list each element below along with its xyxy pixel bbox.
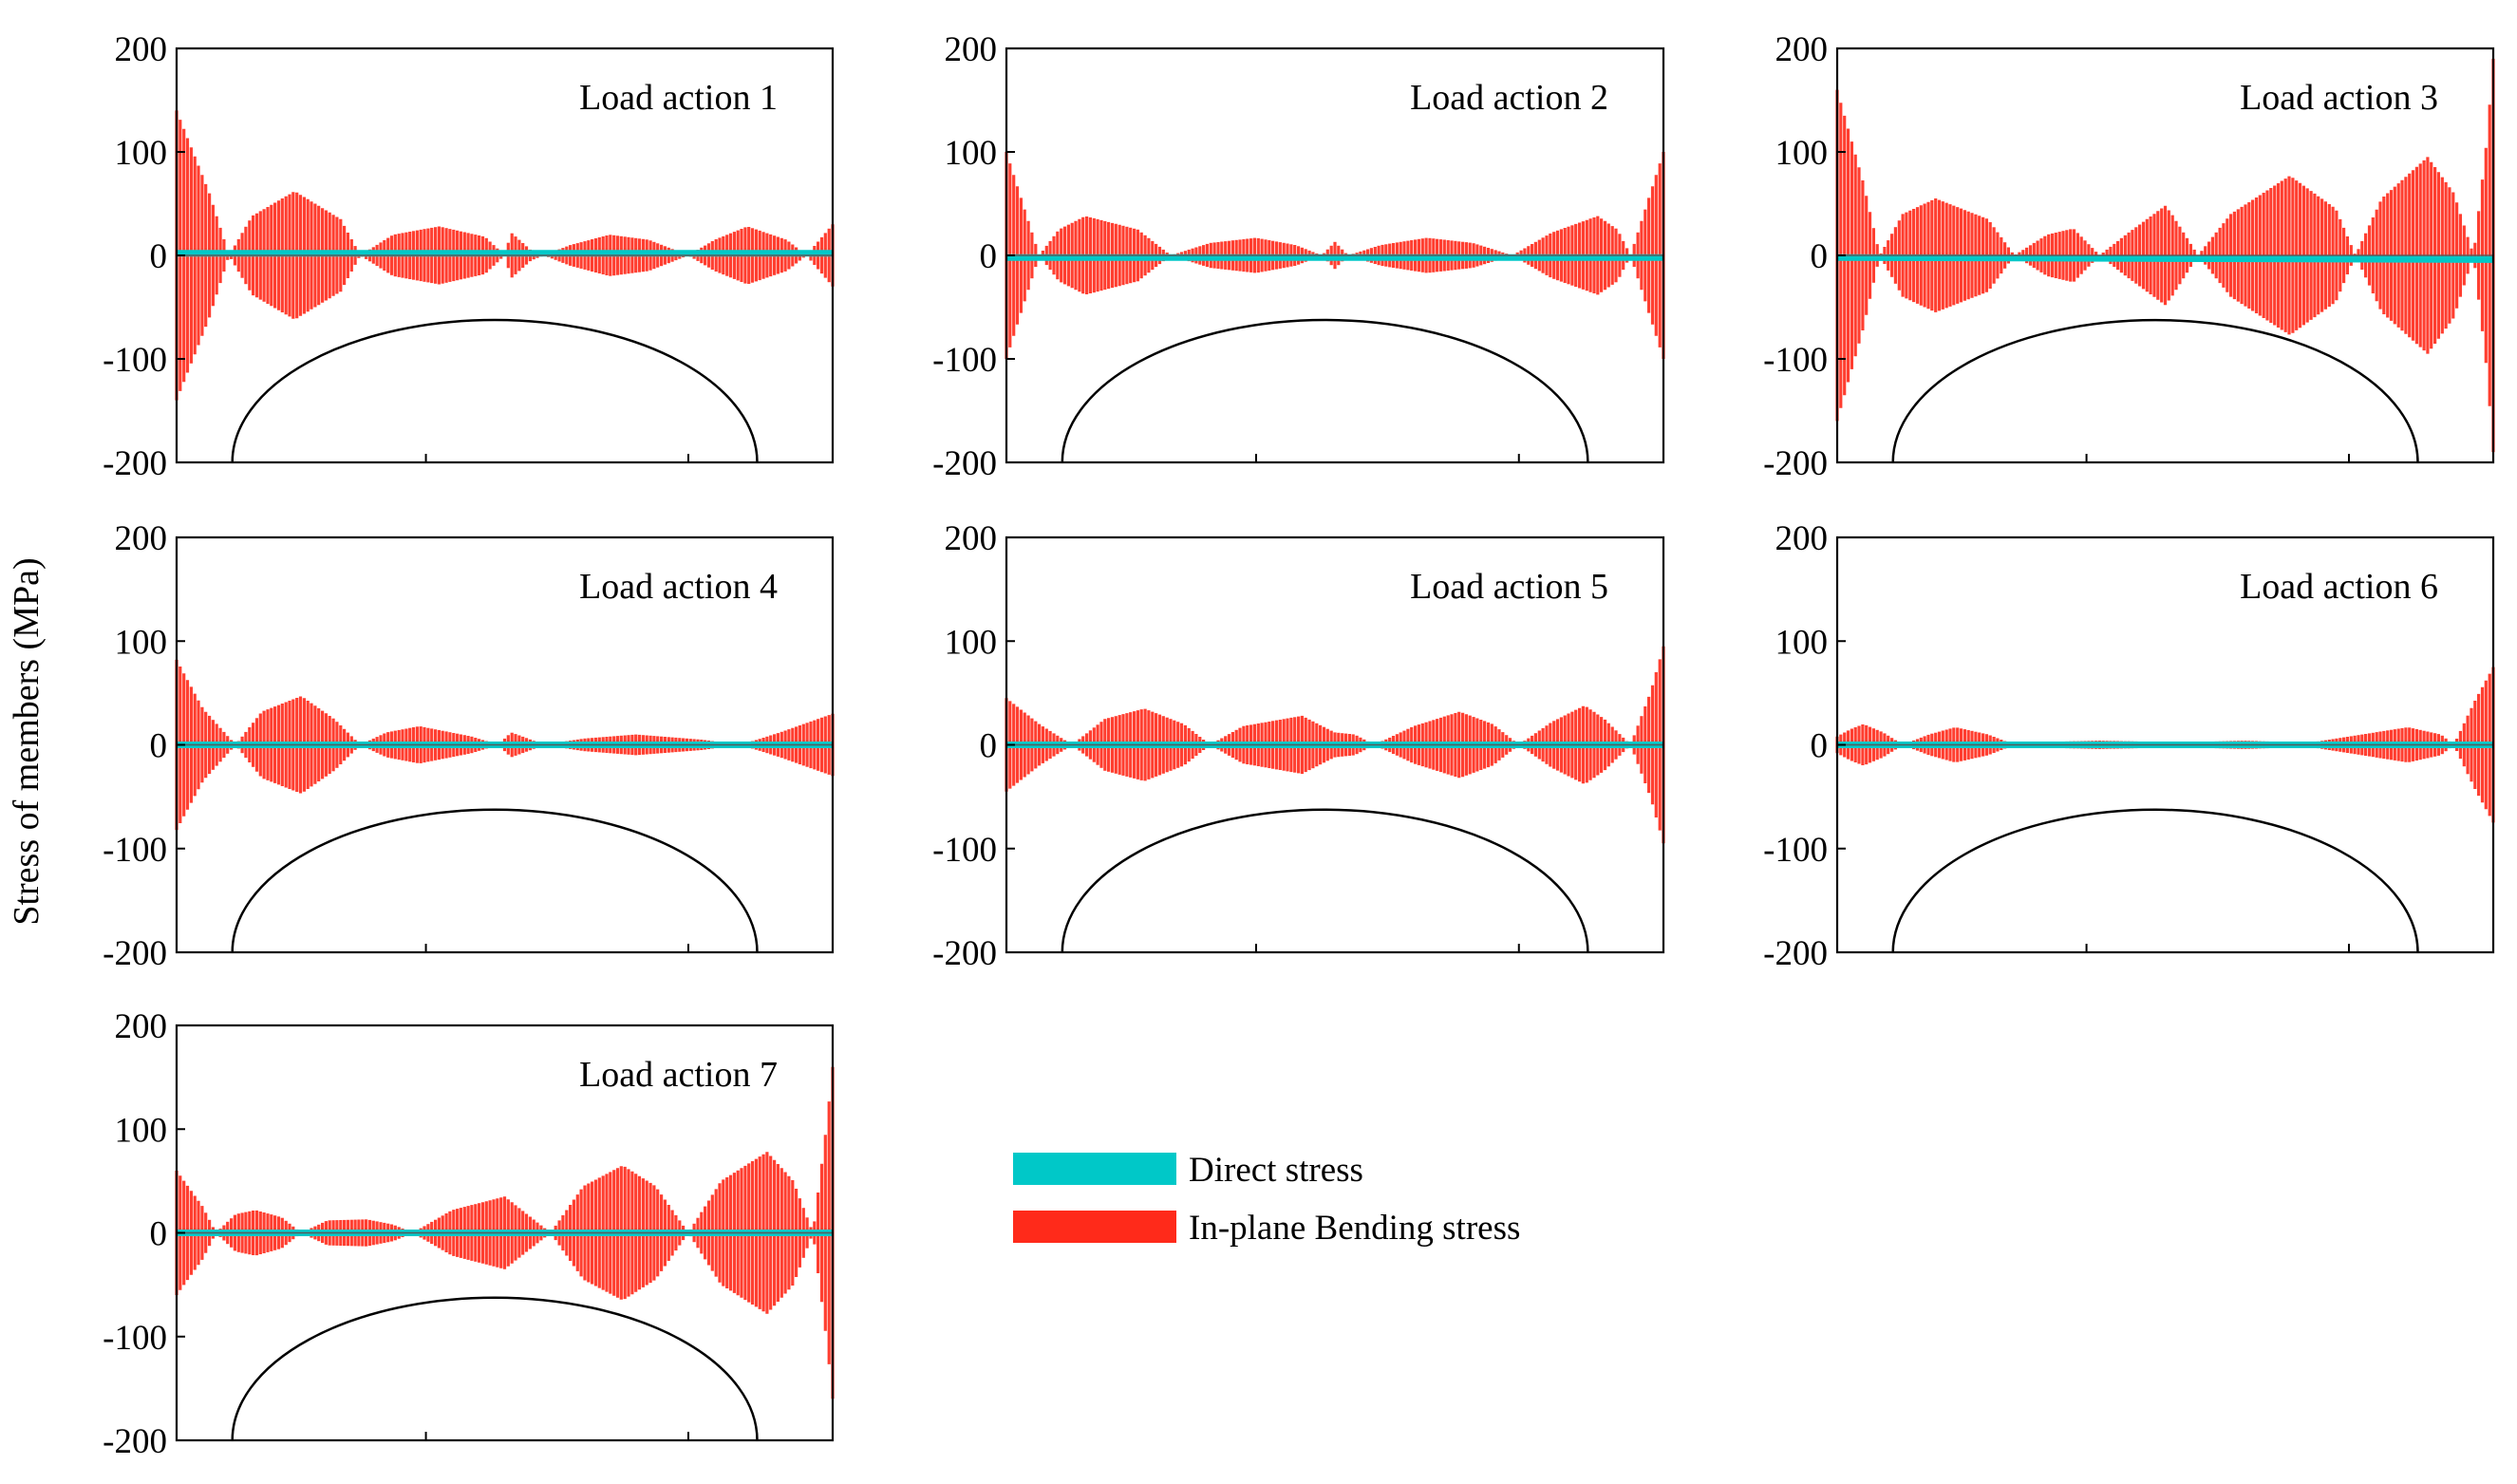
chart-panel-6: 200 100 0 -100 -200 Load action 6 — [1763, 519, 2495, 973]
y-tick-label: -200 — [103, 444, 167, 483]
panel-title: Load action 6 — [2240, 567, 2438, 607]
y-tick-label: -100 — [103, 831, 167, 870]
y-tick-label: 200 — [115, 1007, 168, 1046]
y-tick-label: 0 — [1811, 727, 1829, 766]
y-tick-label: 200 — [945, 519, 998, 558]
y-tick-label: 100 — [115, 1111, 168, 1150]
y-tick-label: 100 — [1775, 134, 1829, 173]
arch-outline — [1061, 318, 1589, 463]
panel-title: Load action 5 — [1410, 567, 1608, 607]
chart-panel-4: 200 100 0 -100 -200 Load action 4 — [103, 519, 835, 973]
arch-outline — [1061, 808, 1589, 953]
y-tick-label: 100 — [115, 623, 168, 662]
y-tick-label: -100 — [932, 831, 997, 870]
y-tick-label: 100 — [1775, 623, 1829, 662]
y-tick-label: 200 — [115, 30, 168, 69]
y-tick-label: 100 — [945, 623, 998, 662]
chart-panel-5: 200 100 0 -100 -200 Load action 5 — [932, 519, 1665, 973]
chart-panel-1: 200 100 0 -100 -200 Load action 1 — [103, 30, 835, 483]
y-tick-label: 200 — [115, 519, 168, 558]
y-tick-label: 200 — [1775, 519, 1829, 558]
legend-swatch-direct — [1013, 1153, 1176, 1185]
direct-stress-band — [1836, 254, 2494, 263]
y-tick-label: 200 — [945, 30, 998, 69]
y-tick-label: -200 — [1763, 444, 1828, 483]
panel-title: Load action 1 — [579, 78, 778, 118]
legend-label: In-plane Bending stress — [1189, 1209, 1520, 1248]
panel-title: Load action 2 — [1410, 78, 1608, 118]
y-tick-label: -200 — [103, 934, 167, 973]
y-tick-label: 0 — [1811, 237, 1829, 276]
panel-title: Load action 3 — [2240, 78, 2438, 118]
y-tick-label: 100 — [945, 134, 998, 173]
arch-outline — [231, 1296, 759, 1441]
chart-panel-3: 200 100 0 -100 -200 Load action 3 — [1763, 30, 2495, 483]
y-tick-label: -200 — [932, 934, 997, 973]
y-tick-label: 0 — [150, 727, 168, 766]
arch-outline — [231, 808, 759, 953]
chart-panel-7: 200 100 0 -100 -200 Load action 7 — [103, 1007, 835, 1461]
y-tick-label: 0 — [150, 237, 168, 276]
y-tick-label: -100 — [932, 341, 997, 380]
y-tick-label: -200 — [103, 1422, 167, 1461]
y-tick-label: 0 — [980, 727, 998, 766]
y-tick-label: 200 — [1775, 30, 1829, 69]
panel-title: Load action 7 — [579, 1055, 778, 1095]
y-tick-label: -100 — [1763, 831, 1828, 870]
chart-panel-2: 200 100 0 -100 -200 Load action 2 — [932, 30, 1665, 483]
legend-label: Direct stress — [1189, 1151, 1363, 1190]
y-tick-label: 0 — [150, 1215, 168, 1254]
panel-title: Load action 4 — [579, 567, 778, 607]
arch-outline — [1891, 318, 2419, 463]
legend-swatch-bending — [1013, 1211, 1176, 1243]
y-tick-label: -100 — [103, 1319, 167, 1358]
arch-outline — [231, 318, 759, 463]
y-tick-label: 100 — [115, 134, 168, 173]
y-tick-label: -200 — [932, 444, 997, 483]
y-tick-label: -200 — [1763, 934, 1828, 973]
arch-outline — [1891, 808, 2419, 953]
y-tick-label: 0 — [980, 237, 998, 276]
y-tick-label: -100 — [103, 341, 167, 380]
y-tick-label: -100 — [1763, 341, 1828, 380]
